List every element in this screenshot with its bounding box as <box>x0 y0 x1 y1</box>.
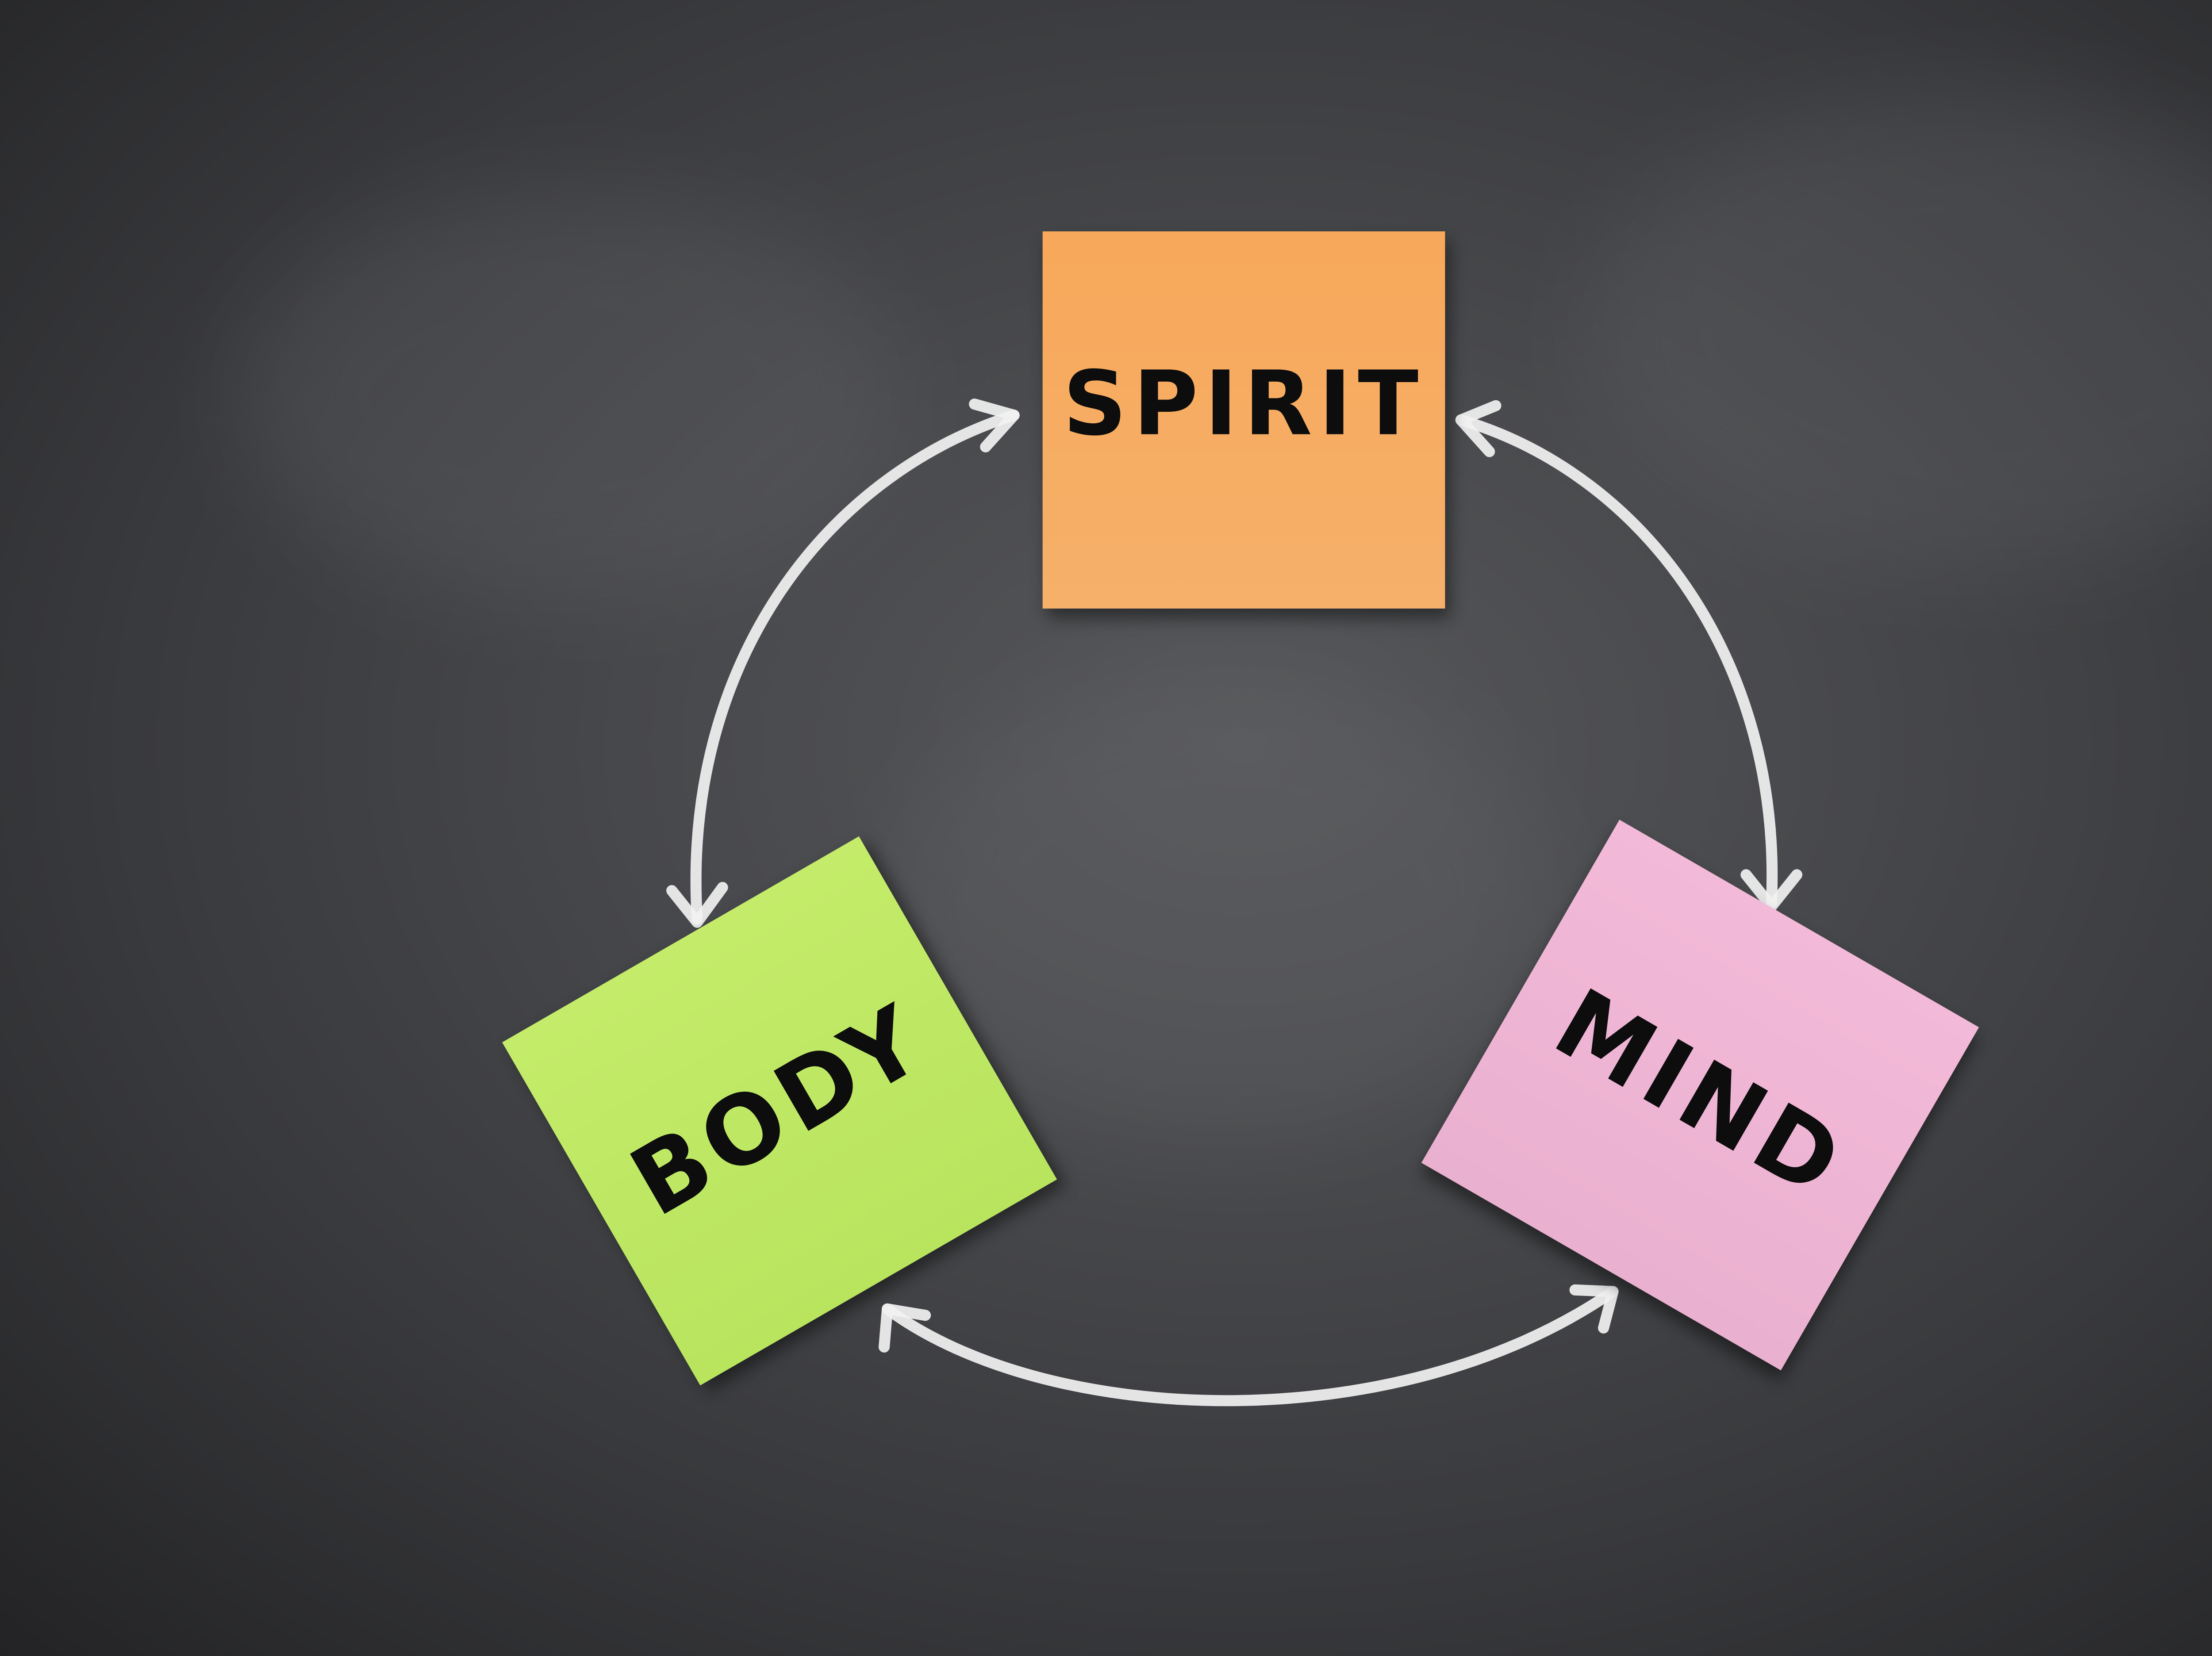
arrow-spirit-body <box>690 410 1020 925</box>
arrowhead-mind-bottom <box>1569 1284 1619 1334</box>
arrowhead-spirit-right <box>1455 400 1502 457</box>
arrowhead-mind <box>1740 869 1803 912</box>
chalk-smudge <box>1584 95 2212 571</box>
arrowhead-body <box>666 882 728 928</box>
note-label: MIND <box>1536 968 1864 1222</box>
arrow-spirit-mind <box>1455 414 1778 909</box>
note-label: BODY <box>613 983 946 1239</box>
chalk-smudge <box>238 190 903 602</box>
chalk-smudge <box>887 665 1553 1141</box>
arrow-body-mind <box>882 1286 1619 1407</box>
sticky-note-spirit: SPIRIT <box>1042 231 1445 609</box>
arrowhead-spirit <box>969 399 1020 452</box>
arrowhead-body-bottom <box>878 1303 931 1353</box>
note-label: SPIRIT <box>1063 353 1425 456</box>
